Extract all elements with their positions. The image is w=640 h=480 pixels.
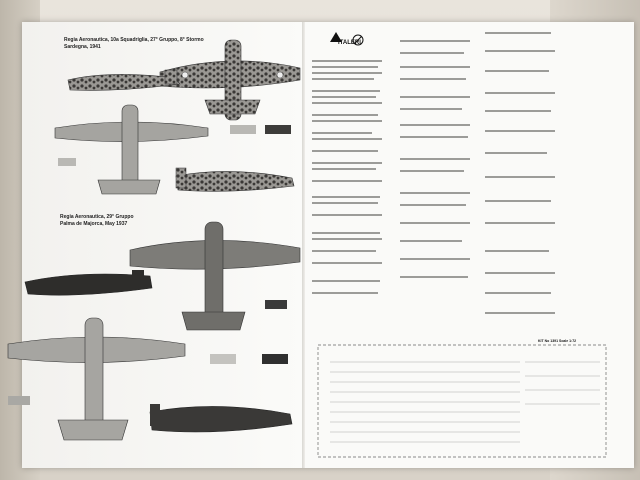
color-swatch-gray-4: [210, 354, 236, 364]
aircraft-2-side-view-2: [149, 404, 293, 433]
color-swatch-dark-3: [262, 354, 288, 364]
no-symbol-icon: [352, 34, 364, 46]
caption-2-line-2: Palma de Majorca, May 1937: [60, 221, 128, 227]
color-swatch-gray-3: [8, 396, 30, 405]
caption-2-line-1: Regia Aeronautica, 29° Gruppo: [60, 214, 134, 220]
brand-logo-text: ITALERI: [338, 40, 361, 46]
color-swatch-dark-2: [265, 300, 287, 309]
italeri-logo-icon: [330, 32, 342, 42]
kit-number: KIT No 1391 Scale 1:72: [538, 339, 577, 343]
aircraft-1-side-view: [67, 69, 181, 91]
caption-1-line-1: Regia Aeronautica, 10a Squadriglia, 27° …: [64, 37, 204, 43]
color-swatch-gray-2: [58, 158, 76, 166]
order-form-lines: [330, 361, 600, 443]
aircraft-1-underside: [54, 104, 209, 195]
aircraft-2-underside: [7, 317, 186, 441]
aircraft-2-side-view: [24, 270, 153, 296]
aircraft-2-top-view: [129, 221, 301, 331]
caption-1-line-2: Sardegna, 1941: [64, 44, 101, 50]
aircraft-1-side-view-2: [175, 167, 295, 192]
aircraft-1-top-view: [159, 39, 301, 121]
color-swatch-gray-1: [230, 125, 256, 134]
sheet-fold: [302, 22, 305, 468]
instruction-text-blocks: [312, 32, 555, 314]
color-swatch-dark-1: [265, 125, 291, 134]
